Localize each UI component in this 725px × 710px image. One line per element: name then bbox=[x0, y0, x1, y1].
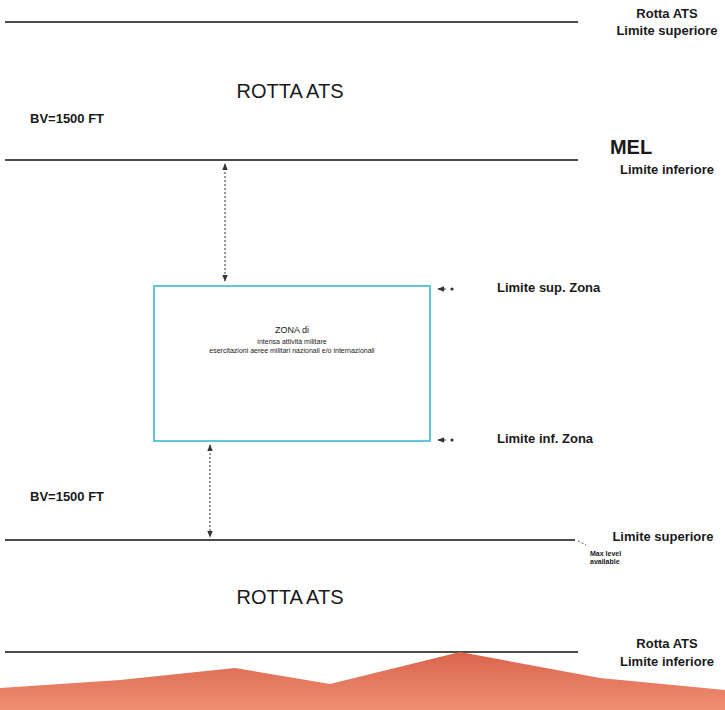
route-limit-label: Rotta ATS bbox=[636, 637, 697, 652]
zone-description: intensa attività militare bbox=[161, 338, 423, 347]
route-band-label: ROTTA ATS bbox=[236, 586, 343, 609]
separation-arrow bbox=[225, 164, 226, 281]
route-limit-label: Rotta ATS bbox=[636, 7, 697, 22]
route-limit-label: Limite inferiore bbox=[620, 655, 714, 670]
pointer-dot bbox=[450, 287, 453, 290]
route-band-label: ROTTA ATS bbox=[236, 80, 343, 103]
zone-limit-label: Limite sup. Zona bbox=[497, 281, 600, 296]
zone-title: ZONA di bbox=[161, 325, 423, 336]
leader-line bbox=[578, 541, 586, 545]
terrain bbox=[0, 652, 725, 710]
separation-arrow bbox=[210, 445, 211, 537]
mel-label: MEL bbox=[610, 136, 652, 159]
zone-limit-label: Limite inf. Zona bbox=[497, 432, 593, 447]
military-zone-box: ZONA di intensa attività militareesercita… bbox=[153, 285, 431, 442]
mel-line bbox=[5, 159, 578, 161]
separation-label: BV=1500 FT bbox=[30, 490, 104, 505]
pointer-dot bbox=[450, 438, 453, 441]
route-lower-limit-line bbox=[5, 651, 578, 653]
route-limit-label: Limite superiore bbox=[612, 530, 713, 545]
pointer-arrow bbox=[438, 440, 446, 441]
route-upper-limit-line bbox=[5, 21, 578, 23]
separation-label: BV=1500 FT bbox=[30, 112, 104, 127]
route-limit-label: Limite superiore bbox=[616, 24, 717, 39]
note-label: Max level available bbox=[590, 550, 630, 566]
route-upper-limit-line bbox=[5, 539, 575, 541]
pointer-arrow bbox=[438, 289, 446, 290]
route-limit-label: Limite inferiore bbox=[620, 163, 714, 178]
zone-description: esercitazioni aeree militari nazionali e… bbox=[161, 347, 423, 356]
